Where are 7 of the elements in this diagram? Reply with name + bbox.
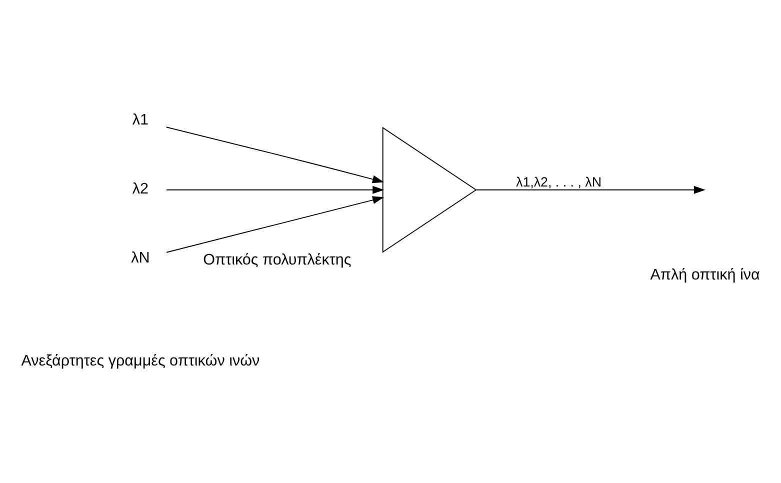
edge-label: λ1,λ2, . . . , λN — [516, 174, 602, 190]
node-text: λN — [131, 249, 150, 266]
label: Απλή οπτική ίνα — [650, 266, 760, 284]
node-text: λ2 — [132, 180, 149, 198]
node-label: Οπτικός πολυπλέκτης — [203, 251, 352, 268]
node-text: λ1 — [132, 112, 149, 129]
label: Ανεξάρτητες γραμμές οπτικών ινών — [21, 352, 260, 370]
